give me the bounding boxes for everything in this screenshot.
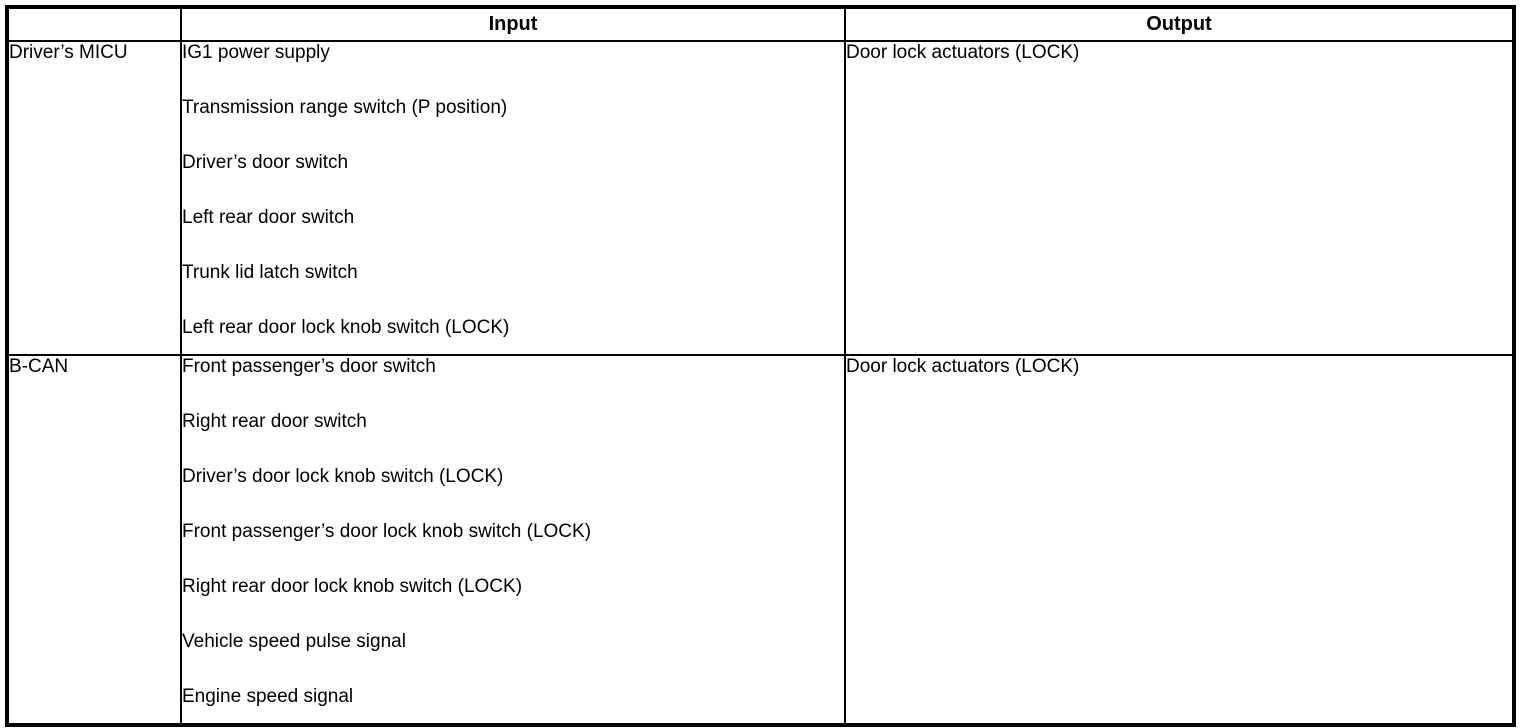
input-item: Front passenger’s door lock knob switch …	[182, 521, 592, 542]
input-item: Driver’s door lock knob switch (LOCK)	[182, 466, 504, 487]
output-cell: Door lock actuators (LOCK)	[844, 354, 1515, 726]
input-item: Right rear door switch	[182, 411, 367, 432]
input-item: Right rear door lock knob switch (LOCK)	[182, 576, 523, 597]
input-item: Trunk lid latch switch	[182, 262, 358, 283]
input-item: Front passenger’s door switch	[182, 356, 436, 377]
output-cell: Door lock actuators (LOCK)	[844, 40, 1515, 356]
header-row: Input Output	[6, 6, 1515, 42]
input-item: Left rear door lock knob switch (LOCK)	[182, 317, 510, 338]
header-source	[6, 6, 182, 42]
input-item: Transmission range switch (P position)	[182, 97, 508, 118]
header-output: Output	[844, 6, 1515, 42]
input-item: Driver’s door switch	[182, 152, 349, 173]
input-item: IG1 power supply	[182, 42, 330, 63]
source-cell: B-CAN	[6, 354, 182, 726]
source-cell: Driver’s MICU	[6, 40, 182, 356]
input-item: Left rear door switch	[182, 207, 355, 228]
input-item: Engine speed signal	[182, 686, 354, 707]
header-input: Input	[180, 6, 846, 42]
input-item: Vehicle speed pulse signal	[182, 631, 406, 652]
table-header: Input Output	[6, 6, 1515, 42]
